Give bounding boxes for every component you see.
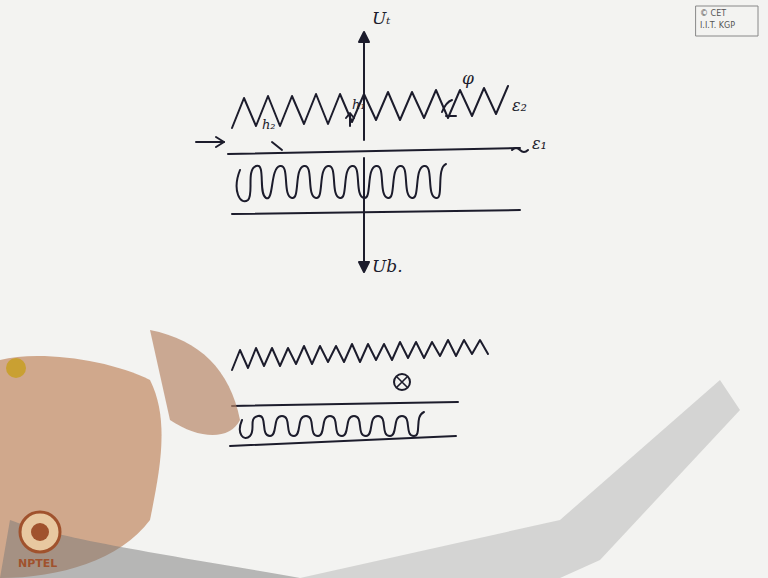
velocity-label: Uₜ: [372, 10, 391, 27]
coefficient-label: h₂: [262, 118, 276, 131]
logo-text: NPTEL: [18, 558, 57, 569]
emissivity-label: ε₁: [532, 136, 547, 152]
copyright-mark: © CET: [700, 10, 726, 18]
coefficient-label: h₁: [352, 98, 366, 111]
angle-label: φ: [462, 70, 474, 87]
copyright-mark: I.I.T. KGP: [700, 22, 735, 30]
velocity-label: Ub.: [372, 258, 403, 275]
emissivity-label: ε₂: [512, 98, 527, 114]
